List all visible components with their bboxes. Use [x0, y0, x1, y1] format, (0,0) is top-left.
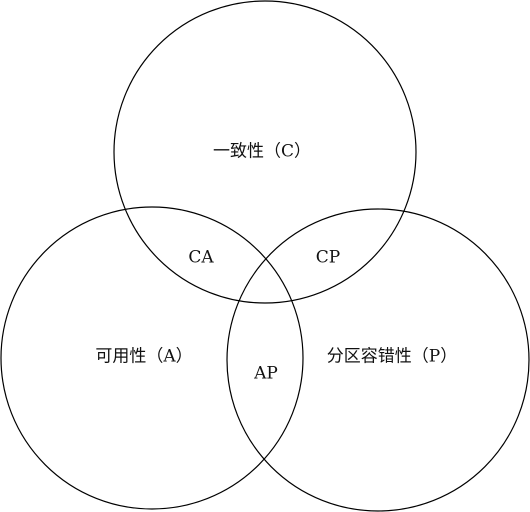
consistency-label: 一致性（C） [213, 142, 311, 162]
availability-circle [0, 206, 304, 510]
intersection-cp-label: CP [316, 248, 340, 268]
partition-tolerance-circle [226, 208, 530, 512]
partition-tolerance-label: 分区容错性（P） [327, 347, 457, 367]
availability-label: 可用性（A） [95, 347, 192, 367]
consistency-circle [113, 0, 417, 304]
intersection-ap-label: AP [253, 364, 278, 384]
intersection-ca-label: CA [188, 248, 214, 268]
